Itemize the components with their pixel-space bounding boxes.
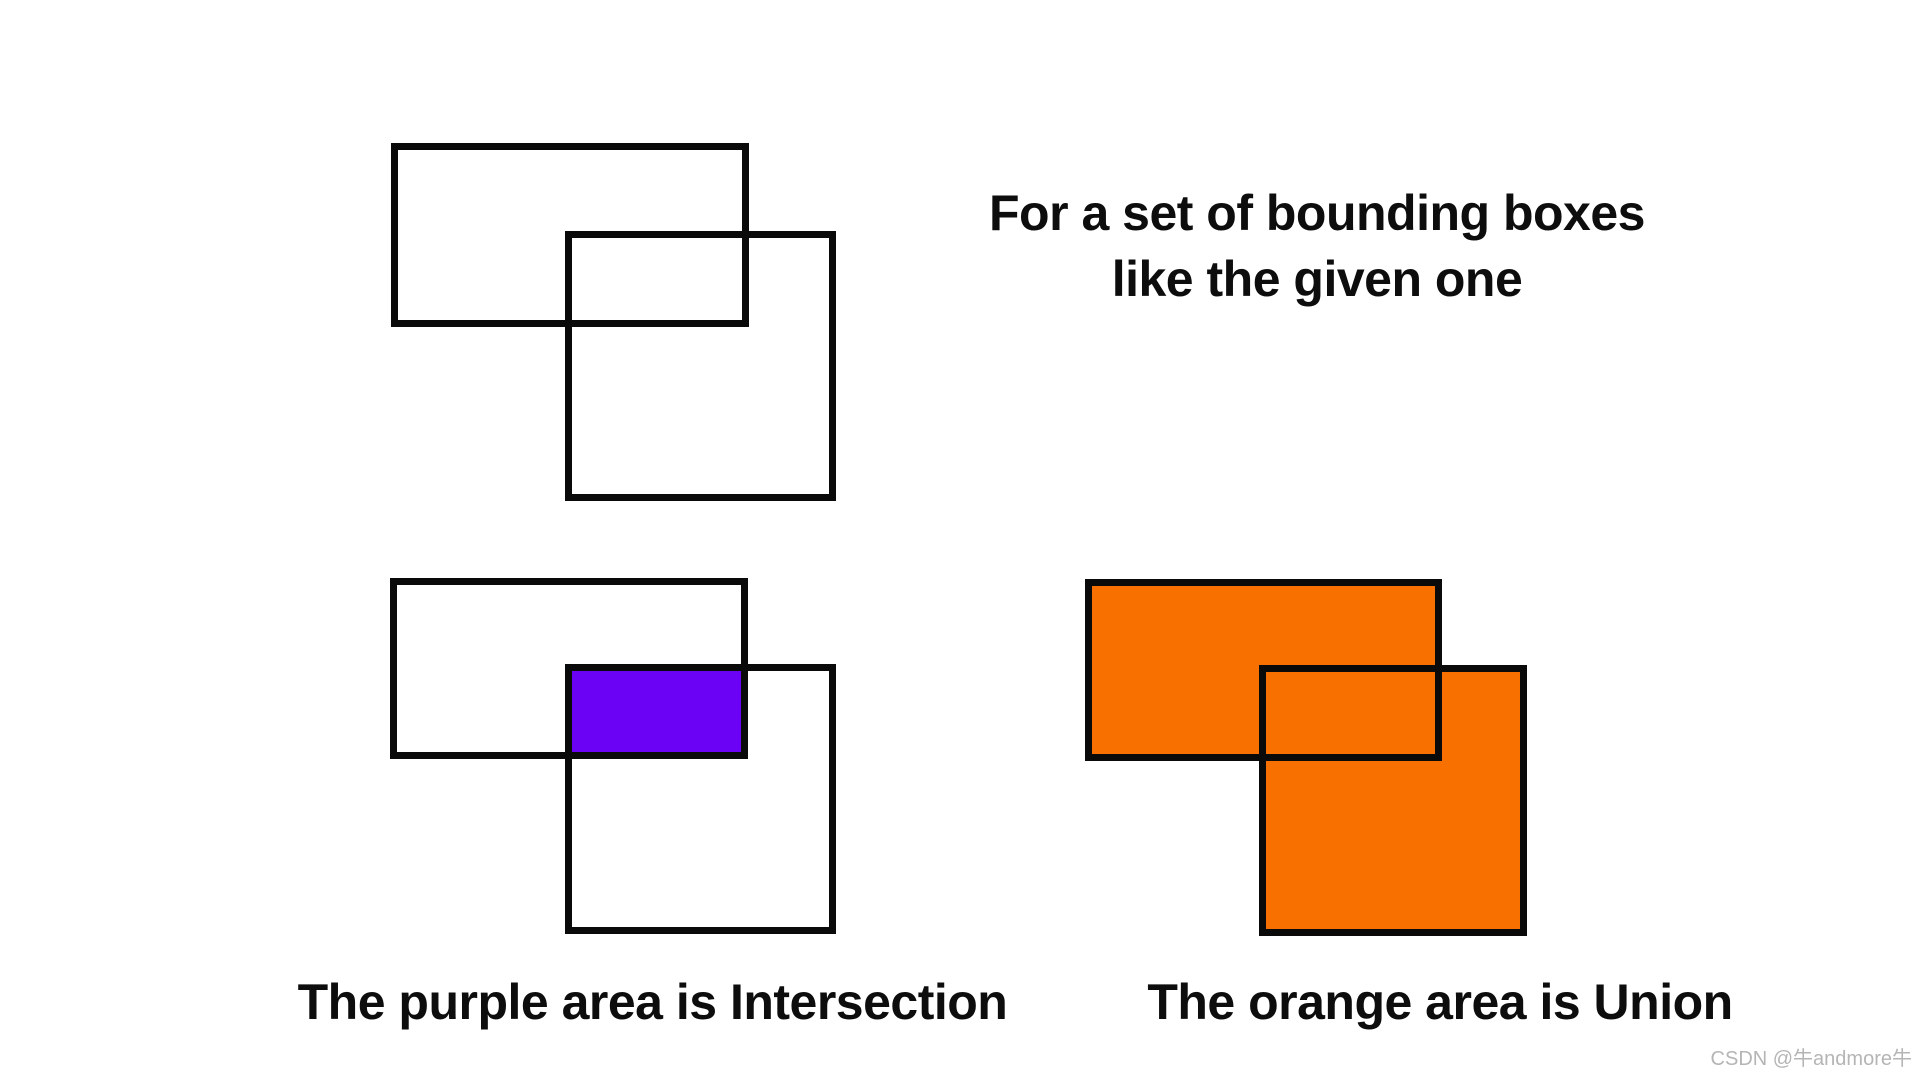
headline-line1: For a set of bounding boxes (989, 185, 1645, 241)
figure-union (1085, 579, 1527, 936)
caption-intersection: The purple area is Intersection (297, 974, 1008, 1030)
intersection-region-fill (568, 667, 744, 756)
intersection-box-b-outline (565, 664, 836, 934)
headline-line2: like the given one (1111, 251, 1523, 307)
caption-union: The orange area is Union (1147, 974, 1733, 1030)
watermark: CSDN @牛andmore牛 (1710, 1048, 1912, 1070)
union-box-b-outline (1259, 665, 1527, 936)
headline: For a set of bounding boxes like the giv… (962, 180, 1672, 312)
union-box-b-fill (1262, 668, 1524, 933)
figure-given-boxes (391, 143, 836, 501)
given-box-b-outline (565, 231, 836, 501)
figure-intersection (390, 578, 836, 934)
